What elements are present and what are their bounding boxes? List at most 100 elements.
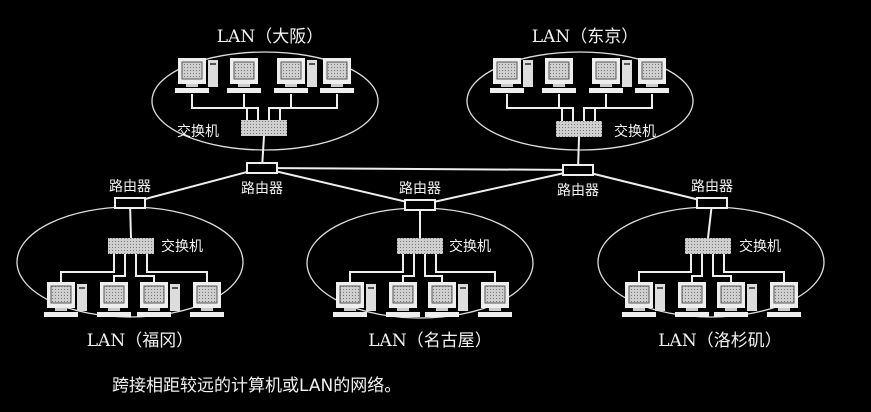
pc-link — [243, 94, 259, 120]
wan-link-osaka-tokyo — [261, 167, 579, 171]
pc-link — [638, 254, 692, 282]
keyboard — [190, 312, 224, 317]
router-label-nagoya: 路由器 — [399, 181, 441, 197]
pc-link — [435, 254, 496, 282]
pc-link — [113, 254, 126, 282]
monitor-screen — [548, 61, 570, 80]
monitor-stand — [686, 308, 698, 311]
tower-drive — [210, 63, 216, 65]
wan-link-osaka-fukuoka — [129, 167, 263, 204]
computer-icon — [274, 58, 317, 93]
switch-icon — [556, 121, 602, 137]
caption: 跨接相距较远的计算机或LAN的网络。 — [112, 376, 401, 396]
computer-icon — [333, 282, 376, 317]
pc-link — [402, 254, 415, 282]
pc-link — [279, 94, 338, 120]
lan-losangeles — [597, 197, 825, 318]
wan-links — [129, 167, 713, 206]
tower — [622, 60, 632, 87]
tower — [77, 284, 87, 311]
monitor-screen — [280, 61, 302, 80]
keyboard — [490, 88, 524, 93]
switch-label-fukuoka: 交换机 — [161, 238, 203, 255]
monitor-stand — [201, 308, 213, 311]
switch-icon — [397, 238, 443, 254]
keyboard — [137, 312, 171, 317]
wan-link-tokyo-losangeles — [577, 169, 713, 204]
tower-drive — [525, 63, 531, 65]
monitor-stand — [553, 84, 565, 87]
monitor-screen — [103, 285, 125, 304]
computer-icon — [137, 282, 180, 317]
switch-label-osaka: 交换机 — [177, 123, 219, 140]
keyboard — [714, 312, 748, 317]
lan-boundary — [466, 51, 694, 151]
monitor-screen — [181, 61, 203, 80]
monitor-screen — [641, 61, 663, 80]
monitor-screen — [196, 285, 218, 304]
monitor-stand — [600, 84, 612, 87]
keyboard — [386, 312, 420, 317]
keyboard — [635, 88, 669, 93]
computer-icon — [320, 58, 354, 93]
tower — [170, 284, 180, 311]
monitor-screen — [720, 285, 742, 304]
monitor-stand — [501, 84, 513, 87]
computer-icon — [227, 58, 261, 93]
tower-drive — [368, 287, 374, 289]
computer-icon — [425, 282, 468, 317]
computer-icon — [542, 58, 576, 93]
tower-drive — [79, 287, 85, 289]
pc-link — [135, 254, 155, 282]
lan-osaka — [151, 51, 379, 174]
pc-link — [146, 254, 208, 282]
lan-boundary — [151, 51, 379, 151]
keyboard — [767, 312, 801, 317]
tower-drive — [749, 287, 755, 289]
monitor-stand — [436, 308, 448, 311]
monitor-stand — [778, 308, 790, 311]
lan-label-tokyo: LAN（东京） — [532, 27, 638, 47]
computer-icon — [478, 282, 512, 317]
keyboard — [320, 88, 354, 93]
keyboard — [542, 88, 576, 93]
pc-link — [191, 94, 248, 120]
monitor-screen — [484, 285, 506, 304]
monitor-stand — [331, 84, 343, 87]
router-label-tokyo: 路由器 — [557, 183, 599, 199]
monitor-stand — [725, 308, 737, 311]
keyboard — [333, 312, 367, 317]
monitor-stand — [186, 84, 198, 87]
switch-icon — [108, 238, 154, 254]
keyboard — [425, 312, 459, 317]
lan-label-losangeles: LAN（洛杉矶） — [658, 331, 781, 351]
monitor-screen — [628, 285, 650, 304]
tower-drive — [624, 63, 630, 65]
computer-icon — [767, 282, 801, 317]
router-label-osaka: 路由器 — [241, 181, 283, 197]
tower — [655, 284, 665, 311]
pc-link — [691, 254, 703, 282]
lan-label-osaka: LAN（大阪） — [217, 27, 323, 47]
wan-link-tokyo-nagoya — [419, 169, 579, 206]
pc-link — [60, 254, 115, 282]
keyboard — [97, 312, 131, 317]
computer-icon — [714, 282, 757, 317]
router-icon — [404, 199, 436, 211]
computer-icon — [622, 282, 665, 317]
tower-drive — [657, 287, 663, 289]
computer-icon — [675, 282, 709, 317]
monitor-screen — [496, 61, 518, 80]
monitor-screen — [392, 285, 414, 304]
monitor-stand — [148, 308, 160, 311]
tower — [307, 60, 317, 87]
monitor-screen — [773, 285, 795, 304]
switch-icon — [685, 238, 731, 254]
pc-link — [712, 254, 732, 282]
pc-link — [558, 94, 574, 121]
computer-icon — [190, 282, 224, 317]
monitor-screen — [681, 285, 703, 304]
pc-link — [723, 254, 785, 282]
